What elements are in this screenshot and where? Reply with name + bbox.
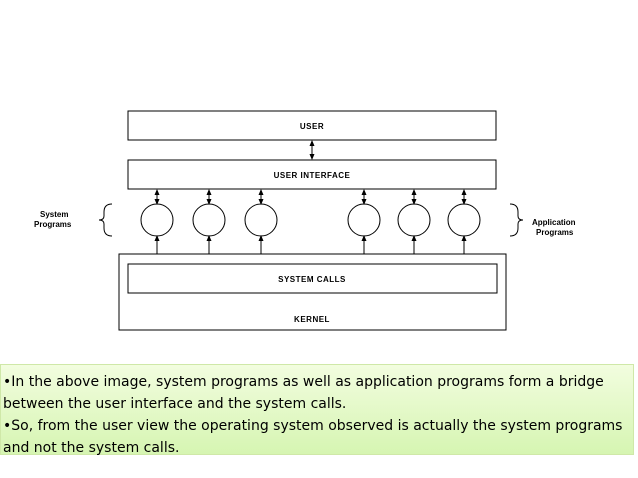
user-interface-label: USER INTERFACE bbox=[274, 171, 351, 180]
system-programs-label-line2: Programs bbox=[34, 220, 72, 229]
caption-bullet-1: •In the above image, system programs as … bbox=[3, 374, 604, 412]
application-program-circle-2 bbox=[397, 203, 431, 237]
user-box bbox=[127, 110, 497, 141]
system-program-circle-3 bbox=[244, 203, 278, 237]
system-programs-label-line1: System bbox=[40, 210, 68, 219]
system-program-circle-1 bbox=[140, 203, 174, 237]
caption-bullet-2: •So, from the user view the operating sy… bbox=[3, 418, 623, 456]
os-structure-diagram: USER USER INTERFACE System Programs Appl… bbox=[34, 110, 576, 331]
user-label: USER bbox=[300, 122, 324, 131]
application-programs-label-line1: Application bbox=[532, 218, 576, 227]
caption-box: •In the above image, system programs as … bbox=[0, 364, 634, 456]
application-programs-label-line2: Programs bbox=[536, 228, 574, 237]
system-calls-box bbox=[127, 263, 498, 294]
system-programs-brace bbox=[98, 203, 113, 237]
kernel-label: KERNEL bbox=[294, 315, 330, 324]
user-interface-box bbox=[127, 159, 497, 190]
program-circles bbox=[140, 189, 481, 264]
application-program-circle-1 bbox=[347, 203, 381, 237]
system-program-circle-2 bbox=[192, 203, 226, 237]
application-programs-brace bbox=[509, 203, 524, 237]
system-calls-label: SYSTEM CALLS bbox=[278, 275, 346, 284]
application-program-circle-3 bbox=[447, 203, 481, 237]
